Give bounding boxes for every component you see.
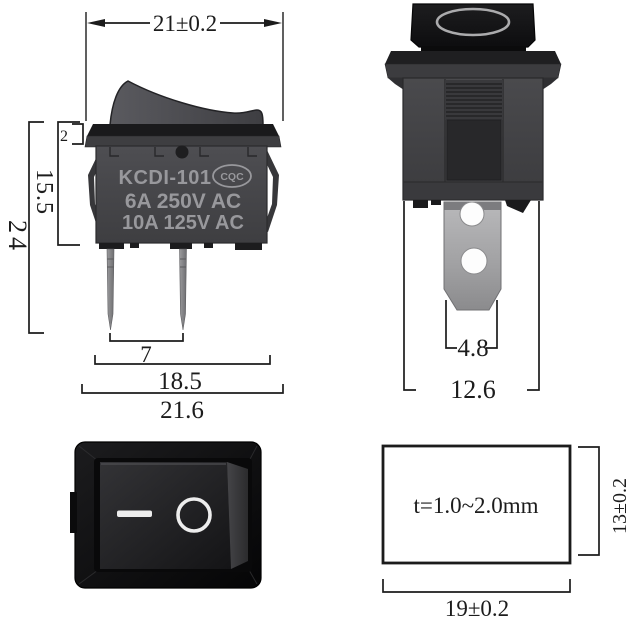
dim-bracket-flange-thickness xyxy=(72,123,84,145)
model-label: KCDI-101 xyxy=(119,167,212,189)
bottom-tabs xyxy=(99,243,262,250)
dim-body-width: 18.5 xyxy=(158,368,202,395)
cert-mark-label: CQC xyxy=(220,171,244,183)
dim-cutout-width: 19±0.2 xyxy=(445,596,509,621)
dim-flange-thickness: 2 xyxy=(60,128,68,145)
panel-cutout-rect xyxy=(381,444,572,565)
dim-bracket-frontbody-left xyxy=(403,201,416,391)
rocker-neck xyxy=(421,46,526,53)
dim-bracket-terminal-left xyxy=(445,300,457,349)
rocker-actuator-front xyxy=(410,3,536,48)
arrowhead-right-icon xyxy=(264,19,282,27)
flange-bottom-front xyxy=(384,63,562,79)
dim-cutout-height: 13±0.2 xyxy=(609,478,630,534)
dim-top-width: 21±0.2 xyxy=(153,11,217,36)
top-view xyxy=(70,441,262,589)
dim-bracket-flange-width xyxy=(81,384,284,394)
flange-top-front xyxy=(385,51,561,64)
terminal-pins-side xyxy=(106,248,187,331)
on-dash-icon xyxy=(117,510,152,517)
pin-left xyxy=(106,248,115,331)
clip-right xyxy=(262,150,279,232)
rocker-actuator-side xyxy=(109,80,264,126)
dim-flange-width: 21.6 xyxy=(160,397,204,424)
dim-total-height: 24 xyxy=(3,220,32,254)
side-tab xyxy=(70,492,77,533)
rating-line1-label: 6A 250V AC xyxy=(125,190,241,213)
front-view: 4.8 12.6 xyxy=(384,3,562,404)
rocker-face-top xyxy=(100,462,231,569)
terminal-hole-bottom xyxy=(460,247,488,275)
dim-pin-spacing: 7 xyxy=(140,342,152,367)
arrowhead-left-icon xyxy=(87,19,105,27)
bezel-bevel-lines xyxy=(78,445,258,585)
dim-top-width-group: 21±0.2 xyxy=(85,11,284,121)
dim-bracket-cutout-height xyxy=(578,446,600,556)
off-oval-mark-icon xyxy=(435,7,511,37)
clip-left xyxy=(88,150,105,232)
foot-left xyxy=(413,200,428,208)
body-bottom-band xyxy=(403,182,543,200)
dim-bracket-pin-spacing xyxy=(109,333,184,342)
flange-lip-right xyxy=(542,78,558,90)
side-view: 21±0.2 KCDI-101 CQC 6A 250V AC 10A 125V … xyxy=(3,11,284,424)
dim-bracket-total-height xyxy=(28,121,44,334)
dim-terminal-width: 4.8 xyxy=(457,335,488,362)
flange-top xyxy=(87,124,279,136)
pivot-hole xyxy=(175,145,189,159)
switch-body-side xyxy=(95,145,268,244)
foot-center xyxy=(431,200,441,205)
off-circle-icon xyxy=(176,497,212,533)
pin-right xyxy=(179,248,187,331)
mold-notches xyxy=(109,147,257,157)
snap-ribs xyxy=(446,83,502,117)
panel-thickness-note: t=1.0~2.0mm xyxy=(413,493,538,518)
dim-front-body-width: 12.6 xyxy=(450,375,496,404)
cqc-logo-oval-icon xyxy=(212,164,252,188)
spade-terminal xyxy=(443,201,502,311)
dim-bracket-frontbody-right xyxy=(527,201,540,391)
dim-bracket-cutout-width xyxy=(382,579,571,593)
panel-cutout-view: t=1.0~2.0mm 19±0.2 13±0.2 xyxy=(381,444,630,621)
flange-lip-left xyxy=(388,78,404,90)
dim-bracket-terminal-right xyxy=(486,300,498,349)
dim-body-height: 15.5 xyxy=(31,169,57,215)
rating-line2-label: 10A 125V AC xyxy=(122,212,244,234)
flange-bottom xyxy=(84,135,282,148)
dim-bracket-body-width xyxy=(94,355,271,365)
terminal-hole-top xyxy=(459,201,485,227)
rocker-recess-strip xyxy=(227,462,248,569)
dim-bracket-body-height xyxy=(57,121,80,246)
foot-right xyxy=(505,200,531,213)
center-panel xyxy=(446,119,502,181)
